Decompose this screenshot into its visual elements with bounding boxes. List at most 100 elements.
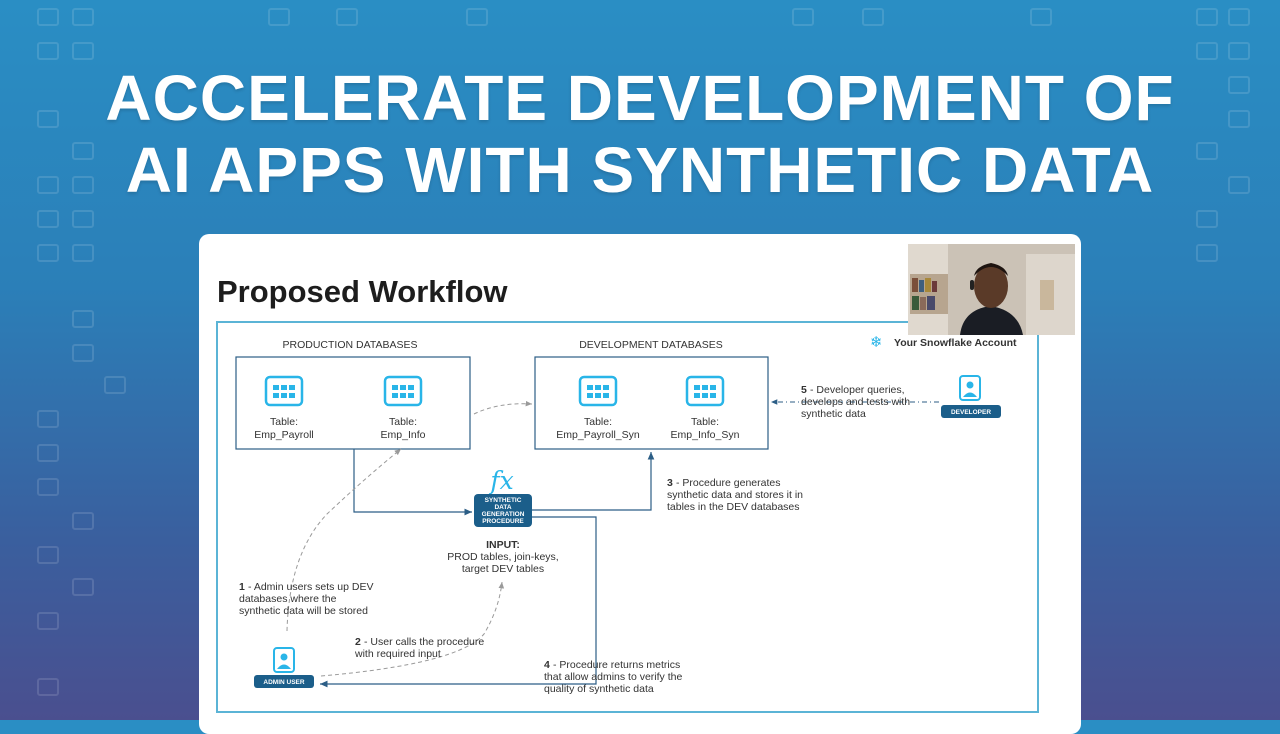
database-table-icon xyxy=(383,375,423,407)
procedure-to-dev-arrow xyxy=(532,452,655,511)
envelope-icon xyxy=(37,210,59,228)
headline: ACCELERATE DEVELOPMENT OF AI APPS WITH S… xyxy=(0,66,1280,210)
input-title: INPUT: xyxy=(486,539,520,551)
table-name: Emp_Payroll_Syn xyxy=(556,429,640,441)
location-icon xyxy=(104,376,126,394)
pencil-icon xyxy=(37,110,59,128)
step-text: - User calls the procedure xyxy=(364,636,484,648)
table-emp-payroll-syn: Table: Emp_Payroll_Syn xyxy=(556,375,640,441)
step-text: tables in the DEV databases xyxy=(667,501,800,513)
procedure-label: GENERATION xyxy=(482,511,525,518)
timer-icon xyxy=(1196,244,1218,262)
procedure-label: DATA xyxy=(494,504,511,511)
step-4-note: 4 - Procedure returns metrics that allow… xyxy=(544,659,682,695)
gear-icon xyxy=(1228,110,1250,128)
envelope-icon xyxy=(37,8,59,26)
step-text: databases where the xyxy=(239,593,337,605)
database-table-icon xyxy=(685,375,725,407)
chart-icon xyxy=(72,8,94,26)
snowflake-account-frame xyxy=(216,321,1039,713)
settings-icon xyxy=(1228,42,1250,60)
step-text: develops and tests with xyxy=(801,396,910,408)
table-label: Table: xyxy=(691,416,719,428)
cloud-icon xyxy=(72,42,94,60)
user-icon xyxy=(959,375,981,401)
prod-to-procedure-arrow xyxy=(353,449,472,516)
cloud-icon xyxy=(1196,142,1218,160)
table-label: Table: xyxy=(389,416,417,428)
document-icon xyxy=(1196,8,1218,26)
workflow-diagram: ❄ Your Snowflake Account PRODUCTION DATA… xyxy=(235,333,1017,695)
step-text: - Admin users sets up DEV xyxy=(248,581,373,593)
step-number: 5 xyxy=(801,384,807,396)
document-icon xyxy=(336,8,358,26)
synthetic-data-procedure: fx SYNTHETIC DATA GENERATION PROCEDURE xyxy=(474,466,532,527)
diamond-icon xyxy=(72,176,94,194)
snowflake-icon: ❄ xyxy=(870,333,883,351)
table-name: Emp_Info_Syn xyxy=(671,429,740,441)
gear-icon xyxy=(37,678,59,696)
developer-actor: DEVELOPER xyxy=(941,375,1001,418)
procedure-to-admin-arrow xyxy=(320,516,597,688)
input-line: target DEV tables xyxy=(462,563,544,575)
check-icon xyxy=(72,142,94,160)
procedure-label: PROCEDURE xyxy=(482,518,524,525)
table-name: Emp_Info xyxy=(381,429,426,441)
admin-user-label: ADMIN USER xyxy=(263,679,304,686)
prod-to-dev-dashed-arrow xyxy=(473,400,533,415)
envelope-icon xyxy=(37,612,59,630)
video-icon xyxy=(1228,176,1250,194)
table-name: Emp_Payroll xyxy=(254,429,314,441)
cloud-icon xyxy=(37,244,59,262)
procedure-label: SYNTHETIC xyxy=(485,497,522,504)
prod-group-label: PRODUCTION DATABASES xyxy=(283,339,418,351)
lightning-icon xyxy=(862,8,884,26)
chip-icon xyxy=(72,310,94,328)
presenter-webcam xyxy=(908,244,1075,335)
admin-to-procedure-dashed-arrow xyxy=(320,581,505,677)
user-icon xyxy=(273,647,295,673)
admin-to-prod-dashed-arrow xyxy=(286,448,402,632)
prod-databases-box xyxy=(235,356,471,450)
step-number: 4 xyxy=(544,659,550,671)
snowflake-account-label: ❄ Your Snowflake Account xyxy=(870,333,1017,351)
step-text: quality of synthetic data xyxy=(544,683,654,695)
step-text: - Procedure returns metrics xyxy=(553,659,680,671)
developer-badge xyxy=(941,405,1001,418)
table-emp-info-syn: Table: Emp_Info_Syn xyxy=(671,375,740,441)
step-text: - Developer queries, xyxy=(810,384,905,396)
input-line: PROD tables, join-keys, xyxy=(447,551,558,563)
database-table-icon xyxy=(578,375,618,407)
presenter-video-frame xyxy=(908,244,1075,335)
envelope-icon xyxy=(37,410,59,428)
admin-user-badge xyxy=(254,675,314,688)
step-text: - Procedure generates xyxy=(676,477,780,489)
step-2-note: 2 - User calls the procedure with requir… xyxy=(354,636,484,660)
procedure-badge xyxy=(474,494,532,527)
cloud-icon xyxy=(37,444,59,462)
table-label: Table: xyxy=(584,416,612,428)
lock-icon xyxy=(72,244,94,262)
step-3-note: 3 - Procedure generates synthetic data a… xyxy=(667,477,803,513)
document-icon xyxy=(72,210,94,228)
dev-databases-box xyxy=(534,356,769,450)
envelope-icon xyxy=(1030,8,1052,26)
video-icon xyxy=(37,546,59,564)
slide-title: Proposed Workflow xyxy=(217,274,508,309)
dev-group-label: DEVELOPMENT DATABASES xyxy=(579,339,723,351)
cloud-icon xyxy=(792,8,814,26)
check-icon xyxy=(72,344,94,362)
headline-line-2: AI APPS WITH SYNTHETIC DATA xyxy=(125,134,1155,206)
document-icon xyxy=(1196,42,1218,60)
step-1-note: 1 - Admin users sets up DEV databases wh… xyxy=(239,581,373,617)
search-icon xyxy=(1228,8,1250,26)
document-icon xyxy=(37,42,59,60)
step-number: 3 xyxy=(667,477,673,489)
table-emp-info: Table: Emp_Info xyxy=(381,375,426,441)
step-number: 2 xyxy=(355,636,361,648)
envelope-icon xyxy=(466,8,488,26)
table-label: Table: xyxy=(270,416,298,428)
step-text: synthetic data will be stored xyxy=(239,605,368,617)
table-emp-payroll: Table: Emp_Payroll xyxy=(254,375,314,441)
